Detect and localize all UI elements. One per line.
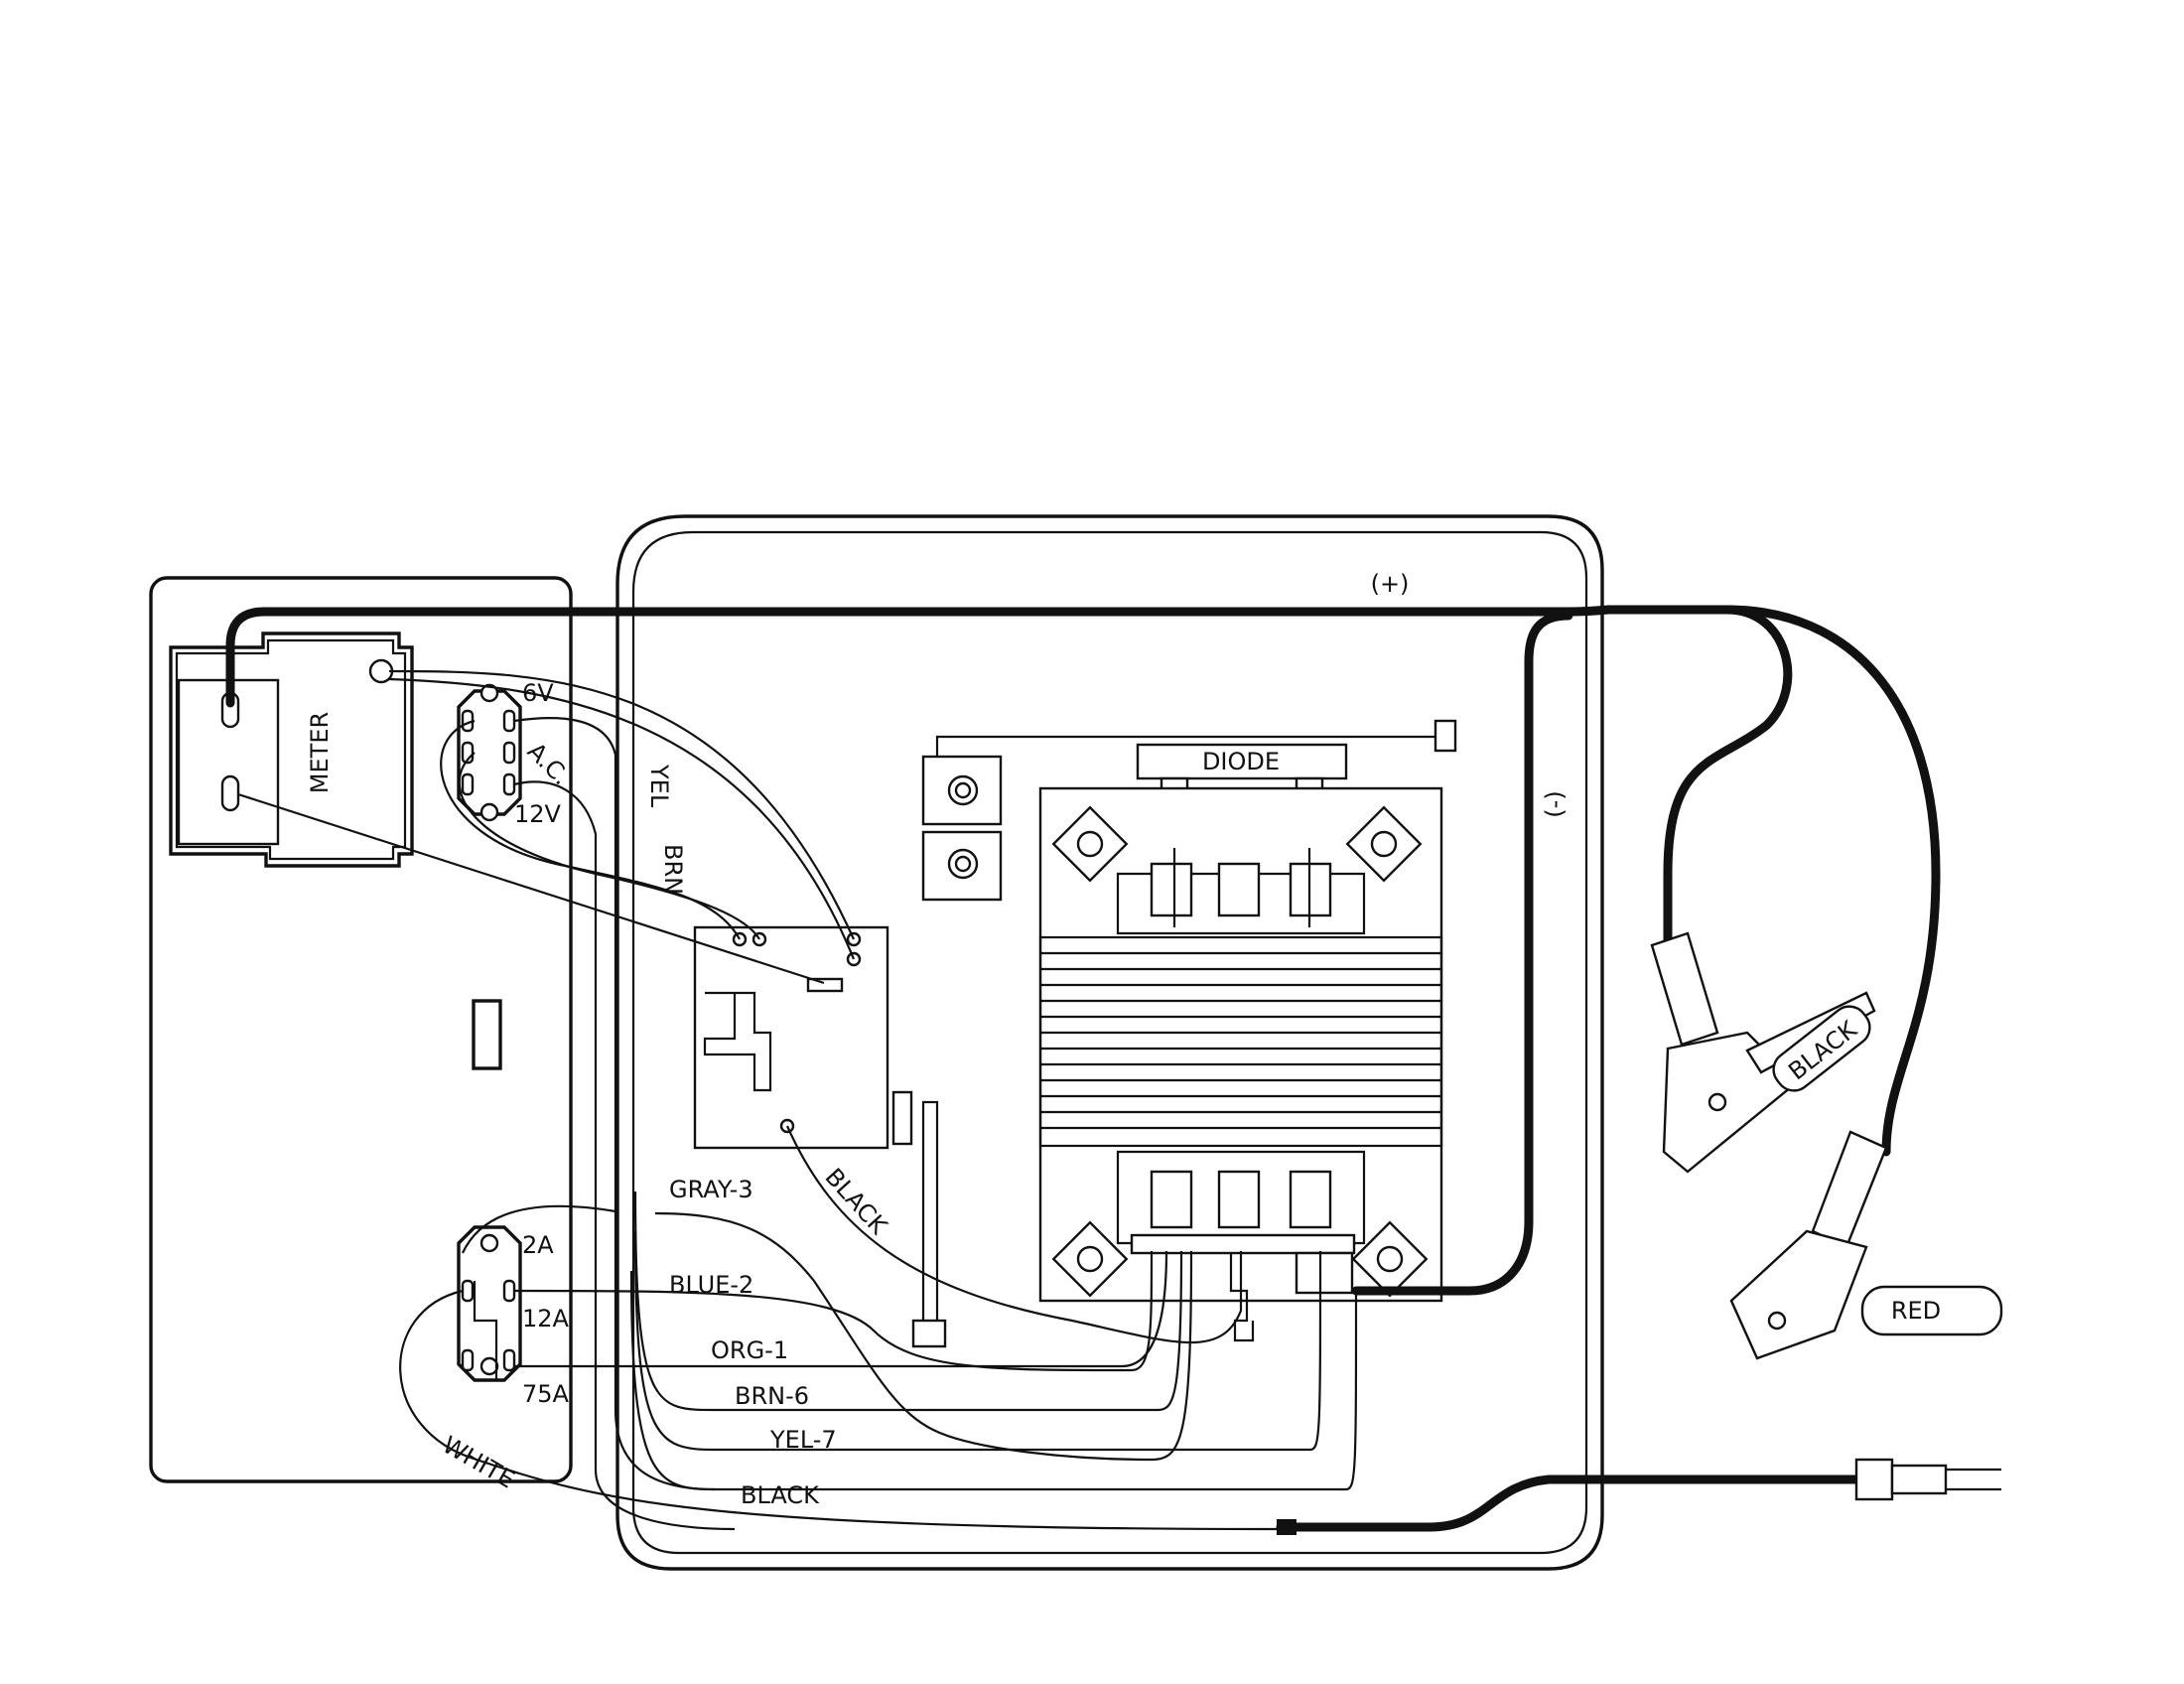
positive-label: (+) — [1371, 570, 1410, 598]
label-2a: 2A — [522, 1231, 554, 1259]
voltage-selector-switch: 6V A.C. 12V — [457, 679, 576, 828]
front-panel — [149, 576, 573, 1483]
org1-label: ORG-1 — [711, 1336, 788, 1364]
negative-label: (-) — [1541, 790, 1569, 817]
red-clamp: RED — [1729, 1130, 2003, 1360]
case-outline-inner — [631, 530, 1588, 1555]
circuit-board — [693, 925, 889, 1150]
red-clamp-label: RED — [1891, 1297, 1941, 1325]
black-cord-label: BLACK — [741, 1481, 820, 1509]
yel7-label: YEL-7 — [769, 1426, 837, 1454]
blue2-label: BLUE-2 — [669, 1271, 753, 1299]
yel-label: YEL — [645, 764, 673, 808]
power-plug — [1854, 1458, 2001, 1501]
meter-label: METER — [306, 712, 334, 793]
case-outline-outer — [615, 514, 1604, 1571]
meter: METER — [169, 632, 414, 868]
black-wire-label: BLACK — [820, 1163, 893, 1240]
label-12v: 12V — [514, 800, 562, 828]
white-label: WHITE — [438, 1431, 519, 1494]
diode-label: DIODE — [1202, 748, 1280, 775]
label-75a: 75A — [522, 1380, 570, 1408]
range-selector-switch: 2A 12A 75A — [457, 1225, 570, 1408]
brn-label: BRN — [659, 844, 687, 895]
black-clamp: BLACK — [1650, 931, 1876, 1174]
brn6-label: BRN-6 — [735, 1382, 809, 1410]
wiring — [237, 669, 1358, 1531]
gray3-label: GRAY-3 — [669, 1176, 753, 1203]
heavy-cables — [225, 605, 1941, 1535]
transformer — [1038, 786, 1443, 1303]
cord-sleeve — [1277, 1519, 1297, 1535]
mounting-rail — [891, 719, 1457, 1348]
panel-slot — [472, 999, 502, 1070]
label-12a: 12A — [522, 1305, 570, 1333]
